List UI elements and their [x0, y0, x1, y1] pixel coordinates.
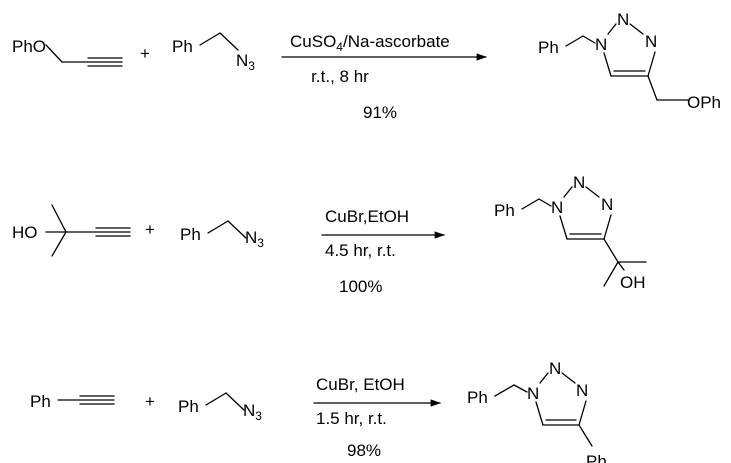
label-n2: N: [573, 173, 585, 192]
reaction-arrow: CuBr, EtOH 1.5 hr, r.t. 98%: [313, 375, 442, 460]
ring-bonds: [535, 372, 593, 447]
bonds: [45, 44, 123, 67]
plus-sign: +: [140, 44, 150, 63]
label-ho: HO: [12, 223, 38, 242]
label-n2: N: [617, 10, 629, 29]
reactant-benzyl-azide: Ph N3: [178, 392, 262, 423]
plus-sign: +: [145, 220, 155, 239]
product-triazole-oph: Ph N N N OPh: [538, 10, 721, 112]
label-n3: N3: [245, 228, 264, 250]
reactant-propargyl-phenyl-ether: PhO: [12, 37, 123, 67]
label-n1: N: [551, 198, 563, 217]
reaction-3: Ph + Ph N3 CuBr, EtOH 1.5 hr, r.t. 98% P…: [30, 359, 607, 463]
bonds: [45, 204, 131, 257]
yield: 98%: [347, 441, 381, 460]
product-triazole-ph: Ph N N N Ph: [467, 359, 607, 463]
label-n1: N: [595, 35, 607, 54]
label-ph: Ph: [538, 38, 559, 57]
label-ph: Ph: [180, 225, 201, 244]
ring-bonds: [603, 23, 689, 101]
conditions-top: CuSO4/Na-ascorbate: [290, 32, 450, 54]
label-n3: N: [576, 381, 588, 400]
label-ph: Ph: [467, 388, 488, 407]
conditions-bottom: r.t., 8 hr: [311, 67, 369, 86]
label-n3: N: [645, 32, 657, 51]
reactant-benzyl-azide: Ph N3: [180, 220, 264, 250]
label-ph-sub: Ph: [586, 452, 607, 463]
reaction-2: HO + Ph N3 CuBr,EtOH 4.5 hr, r.t. 100%: [12, 173, 647, 296]
label-pho: PhO: [12, 37, 46, 56]
conditions-bottom: 4.5 hr, r.t.: [325, 241, 396, 260]
label-ph: Ph: [494, 201, 515, 220]
label-n3: N3: [243, 401, 262, 423]
label-n3: N: [601, 195, 613, 214]
reactant-benzyl-azide: Ph N3: [172, 32, 255, 73]
reaction-arrow: CuSO4/Na-ascorbate r.t., 8 hr 91%: [281, 32, 488, 122]
conditions-top: CuBr,EtOH: [325, 207, 409, 226]
reactant-phenylacetylene: Ph: [30, 392, 115, 411]
conditions-bottom: 1.5 hr, r.t.: [316, 409, 387, 428]
conditions-top: CuBr, EtOH: [316, 375, 405, 394]
reaction-1: PhO + Ph N3 CuSO4/Na-ascorbate r.t., 8 h…: [12, 10, 721, 122]
plus-sign: +: [145, 392, 155, 411]
reactant-methylbutynol: HO: [12, 204, 131, 257]
label-ph: Ph: [178, 397, 199, 416]
yield: 91%: [363, 103, 397, 122]
bonds: [57, 395, 115, 405]
label-ph: Ph: [172, 37, 193, 56]
label-ph: Ph: [30, 392, 51, 411]
label-n1: N: [527, 384, 539, 403]
product-triazole-oh: Ph N N N OH: [494, 173, 647, 292]
reaction-arrow: CuBr,EtOH 4.5 hr, r.t. 100%: [321, 207, 446, 296]
label-n3: N3: [236, 51, 255, 73]
ring-bonds: [559, 186, 647, 287]
label-n2: N: [549, 359, 561, 378]
label-oph: OPh: [687, 93, 721, 112]
label-oh: OH: [620, 273, 646, 292]
yield: 100%: [339, 277, 382, 296]
